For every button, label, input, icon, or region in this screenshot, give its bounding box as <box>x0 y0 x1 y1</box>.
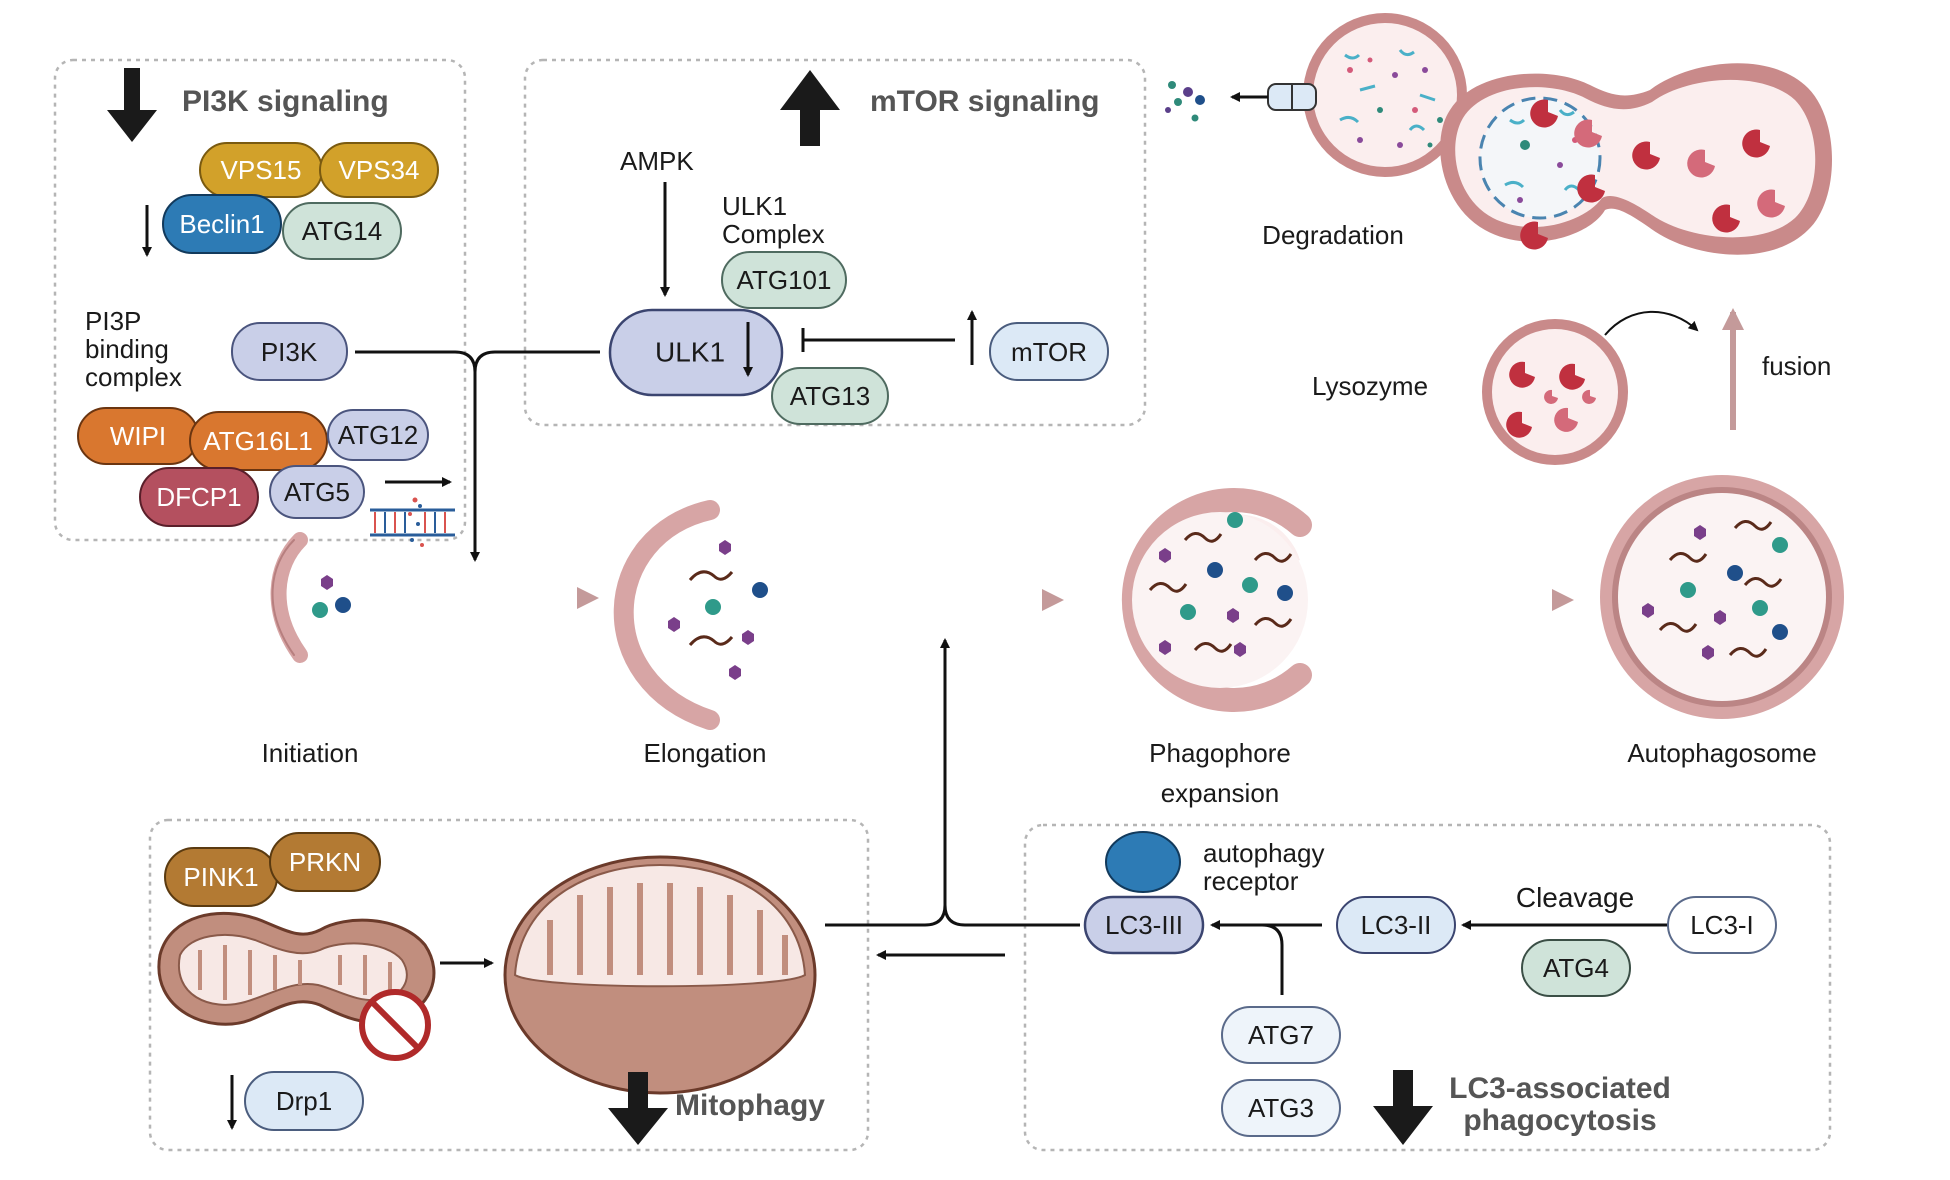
svg-text:mTOR: mTOR <box>1011 337 1087 367</box>
transporter-channel-icon <box>1230 83 1317 111</box>
svg-text:Beclin1: Beclin1 <box>179 209 264 239</box>
lc3-panel <box>1023 823 1832 1152</box>
receptor-label-line2: receptor <box>1203 866 1299 896</box>
pi3p-label-line2: binding <box>85 334 169 364</box>
mtor-up-arrow-icon <box>780 70 840 146</box>
fragmented-mitochondrion-icon <box>157 912 436 1026</box>
svg-text:ATG3: ATG3 <box>1248 1093 1314 1123</box>
pi3p-label-line3: complex <box>85 362 182 392</box>
elongation-label: Elongation <box>644 738 767 768</box>
svg-text:ATG14: ATG14 <box>302 216 382 246</box>
wipi-pill: WIPI <box>77 407 199 465</box>
degradation-label: Degradation <box>1262 220 1404 250</box>
svg-text:PINK1: PINK1 <box>183 862 258 892</box>
pi3k-panel-title: PI3K signaling <box>182 85 389 118</box>
fusion-label: fusion <box>1762 351 1831 381</box>
svg-text:ATG13: ATG13 <box>790 381 870 411</box>
lc3-ii-pill: LC3-II <box>1336 896 1456 954</box>
dfcp1-pill: DFCP1 <box>139 467 259 527</box>
mitophagy-panel <box>148 818 870 1152</box>
mitophagy-panel-title: Mitophagy <box>675 1089 825 1122</box>
dna-icon <box>370 497 455 547</box>
svg-text:WIPI: WIPI <box>110 421 166 451</box>
mitochondrion-icon <box>503 855 817 1095</box>
phagophore-label-line2: expansion <box>1161 778 1280 808</box>
atg16l1-pill: ATG16L1 <box>189 411 328 471</box>
mitophagy-down-arrow-icon <box>608 1072 668 1145</box>
pi3k-pill: PI3K <box>231 322 348 381</box>
autophagosome-label: Autophagosome <box>1627 738 1816 768</box>
svg-text:ULK1: ULK1 <box>655 337 725 368</box>
svg-text:DFCP1: DFCP1 <box>156 482 241 512</box>
ulk1-pill: ULK1 <box>608 308 784 397</box>
pi3k-panel <box>53 58 467 542</box>
initiation-label: Initiation <box>262 738 359 768</box>
svg-text:ATG7: ATG7 <box>1248 1020 1314 1050</box>
lc3-i-pill: LC3-I <box>1667 896 1777 954</box>
pink1-pill: PINK1 <box>164 847 278 907</box>
initiation-membrane <box>270 532 351 663</box>
drp1-pill: Drp1 <box>244 1071 364 1131</box>
cleavage-label: Cleavage <box>1516 882 1634 913</box>
mtor-pill: mTOR <box>989 322 1109 381</box>
atg5-pill: ATG5 <box>269 465 365 519</box>
atg7-pill: ATG7 <box>1221 1006 1341 1064</box>
svg-text:PRKN: PRKN <box>289 847 361 877</box>
lc3-panel-title-line2: phagocytosis <box>1463 1104 1656 1137</box>
released-molecules-icon <box>1165 81 1205 122</box>
pi3k-down-arrow-icon <box>107 68 157 142</box>
svg-text:Drp1: Drp1 <box>276 1086 332 1116</box>
svg-text:PI3K: PI3K <box>261 337 318 367</box>
pi3k-ulk1-connector <box>355 350 600 562</box>
lysosome <box>1482 319 1628 465</box>
atg14-pill: ATG14 <box>282 202 402 260</box>
atg12-pill: ATG12 <box>327 409 429 461</box>
svg-text:LC3-I: LC3-I <box>1690 910 1754 940</box>
lc3-down-arrow-icon <box>1373 1070 1433 1145</box>
lysosome-curved-arrow <box>1604 310 1699 336</box>
lc3-panel-title-line1: LC3-associated <box>1449 1072 1671 1105</box>
svg-text:ATG5: ATG5 <box>284 477 350 507</box>
phagophore-membrane <box>1121 488 1312 712</box>
prkn-pill: PRKN <box>269 832 381 892</box>
lysozyme-label: Lysozyme <box>1312 371 1428 401</box>
svg-text:ATG12: ATG12 <box>338 420 418 450</box>
pi3p-label-line1: PI3P <box>85 306 141 336</box>
lower-connector <box>825 638 1080 960</box>
autophagosome <box>1600 475 1844 719</box>
receptor-label-line1: autophagy <box>1203 838 1324 868</box>
elongation-membrane <box>613 500 768 730</box>
atg101-pill: ATG101 <box>721 251 847 309</box>
mtor-panel-title: mTOR signaling <box>870 85 1099 118</box>
atg4-pill: ATG4 <box>1521 939 1631 997</box>
mtor-inhibition-line <box>801 328 955 352</box>
vps15-pill: VPS15 <box>199 142 323 198</box>
degradation-vesicle <box>1303 13 1467 177</box>
svg-text:ATG16L1: ATG16L1 <box>203 426 312 456</box>
vps34-pill: VPS34 <box>319 142 439 198</box>
svg-text:ATG101: ATG101 <box>737 265 832 295</box>
ulk1-complex-label-line2: Complex <box>722 219 825 249</box>
svg-text:ATG4: ATG4 <box>1543 953 1609 983</box>
autophagy-receptor-icon <box>1105 831 1181 893</box>
svg-text:VPS15: VPS15 <box>221 155 302 185</box>
svg-text:LC3-II: LC3-II <box>1361 910 1432 940</box>
lc3-iii-pill: LC3-III <box>1083 895 1205 955</box>
svg-text:VPS34: VPS34 <box>339 155 420 185</box>
ulk1-complex-label-line1: ULK1 <box>722 191 787 221</box>
atg13-pill: ATG13 <box>771 367 889 425</box>
atg7-to-lc3iii-arrow <box>1210 920 1322 995</box>
prohibited-icon <box>359 989 431 1061</box>
autolysosome-fusion <box>1440 63 1832 255</box>
phagophore-label-line1: Phagophore <box>1149 738 1291 768</box>
atg3-pill: ATG3 <box>1221 1079 1341 1137</box>
ampk-label: AMPK <box>620 146 694 176</box>
svg-text:LC3-III: LC3-III <box>1105 910 1183 940</box>
beclin1-pill: Beclin1 <box>162 194 282 254</box>
